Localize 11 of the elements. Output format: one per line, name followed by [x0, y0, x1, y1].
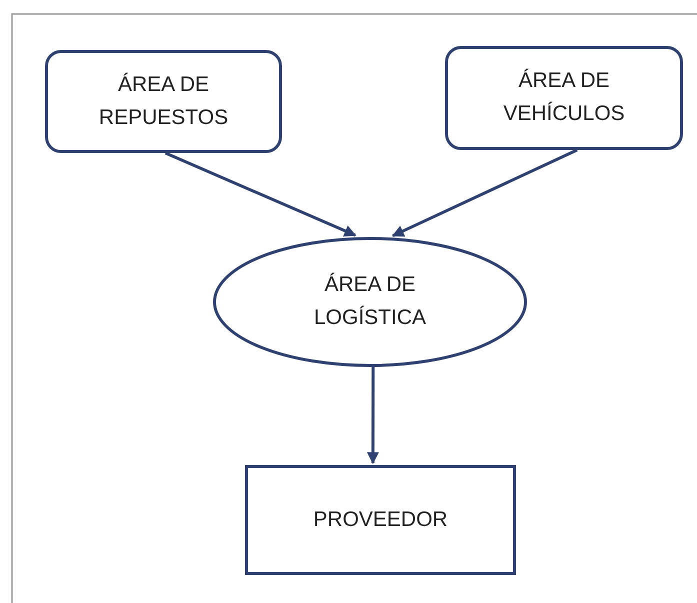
- arrow: [164, 152, 356, 237]
- arrow: [366, 366, 379, 464]
- node-label: ÁREA DE REPUESTOS: [98, 72, 230, 130]
- arrow: [392, 148, 578, 238]
- ellipse-node: [213, 237, 527, 367]
- node-label: ÁREA DE LOGÍSTICA: [312, 272, 428, 331]
- node-label: ÁREA DE VEHÍCULOS: [502, 68, 626, 127]
- rounded-box: [445, 46, 683, 150]
- process-box: [245, 465, 516, 575]
- rounded-box: [45, 50, 282, 153]
- node-label: PROVEEDOR: [313, 506, 448, 533]
